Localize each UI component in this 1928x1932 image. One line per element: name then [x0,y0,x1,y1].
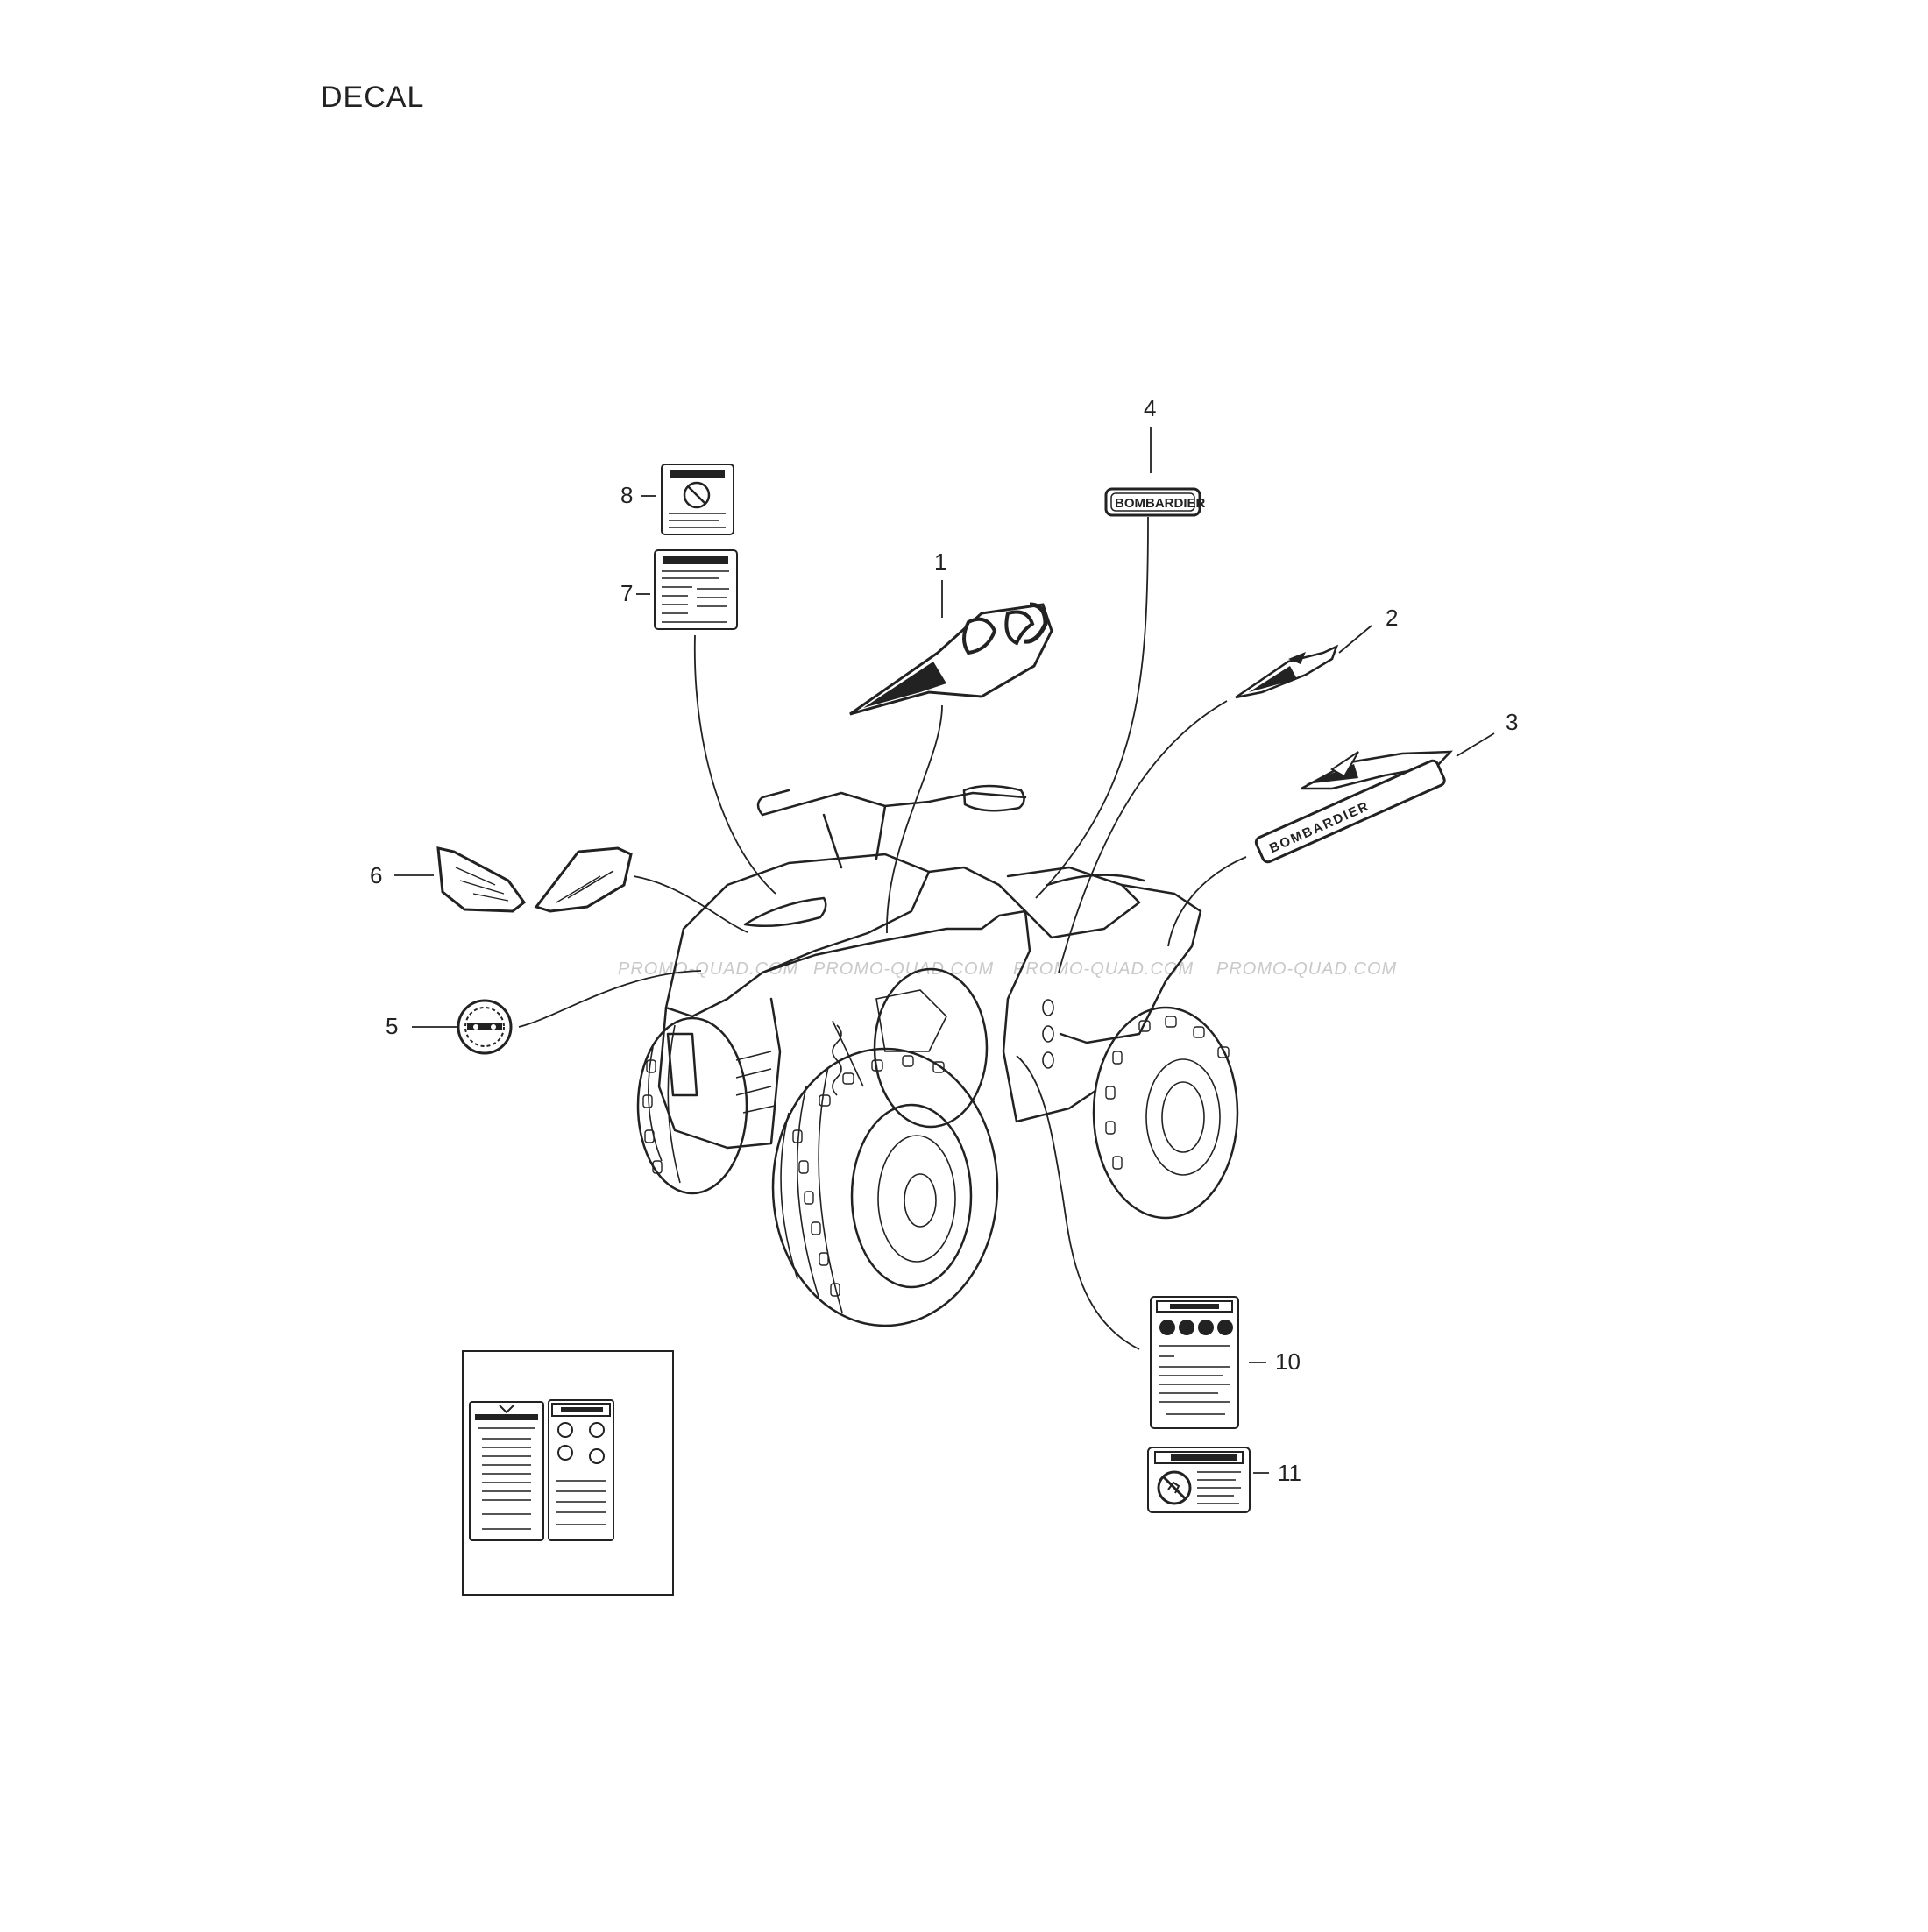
watermark: PROMO-QUAD.COM [813,959,994,979]
front-right-tire [771,1047,999,1327]
decal-1-ds-arrow [849,602,1053,716]
callout-1: 1 [934,548,946,575]
watermark: PROMO-QUAD.COM [1216,959,1397,979]
decal-2-small-arrow [1235,644,1339,699]
decal-8-warning-label [661,464,734,535]
page-title: DECAL [321,81,425,114]
callout-2: 2 [1386,605,1398,631]
callout-10: 10 [1275,1348,1301,1375]
decal-3-bombardier-side: BOMBARDIER [1254,750,1453,864]
watermark: PROMO-QUAD.COM [1013,959,1194,979]
decal-6-fender-pair [436,846,633,913]
atv-body [657,784,1202,1150]
item-9-label-kit [462,1350,674,1596]
leader-lines [518,516,1247,1350]
watermark-row: PROMO-QUAD.COM PROMO-QUAD.COM PROMO-QUAD… [618,959,1397,979]
callout-8: 8 [620,482,633,508]
callout-7: 7 [620,580,633,606]
callout-6: 6 [370,862,382,888]
callout-11: 11 [1278,1460,1301,1486]
callout-4: 4 [1144,395,1156,421]
bombardier-emblem-text: BOMBARDIER [1115,496,1205,511]
callout-5: 5 [386,1013,398,1039]
callout-3: 3 [1506,709,1518,735]
rear-right-tire [873,967,989,1129]
decal-5-round-emblem [457,999,513,1055]
atv-illustration [636,784,1239,1327]
decal-4-bombardier-emblem: BOMBARDIER [1104,487,1205,517]
watermark: PROMO-QUAD.COM [618,959,798,979]
tread-pattern [642,1016,1230,1297]
decal-10-warning-label [1150,1296,1239,1429]
decal-7-warning-label [654,549,738,630]
decal-11-warning-label [1147,1447,1251,1513]
rear-left-tire [1092,1006,1239,1220]
callouts: 1 2 3 4 5 6 7 8 9 10 11 [370,395,1518,1486]
